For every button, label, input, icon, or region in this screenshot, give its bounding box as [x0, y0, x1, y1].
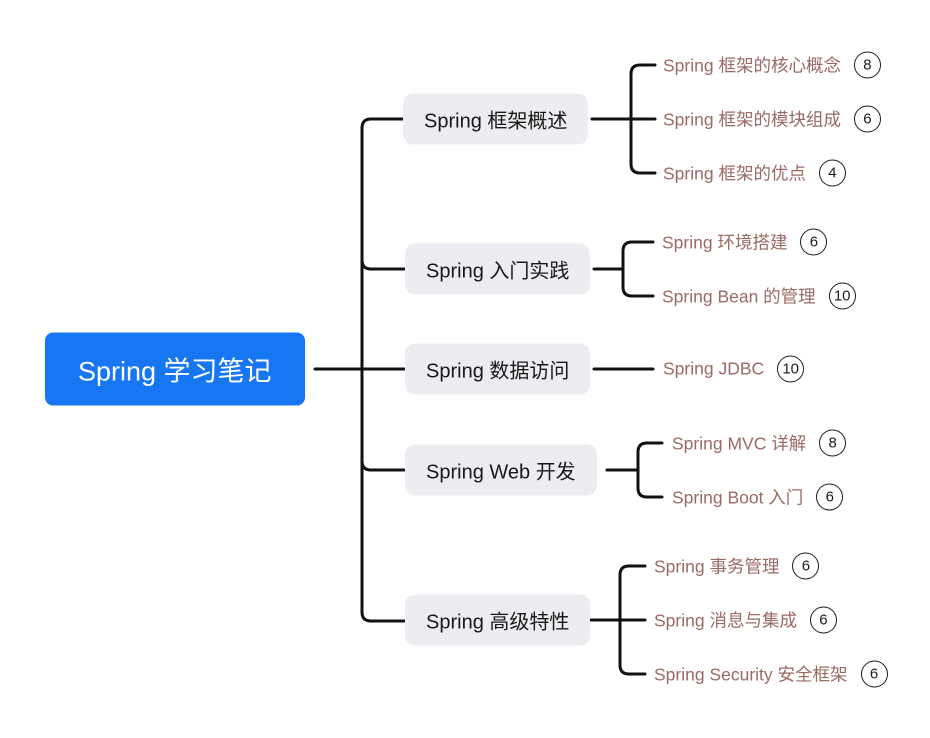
count-badge: 4	[818, 159, 846, 187]
leaf-node-core-concepts[interactable]: Spring 框架的核心概念 8	[663, 51, 881, 79]
branch-node-web-dev[interactable]: Spring Web 开发	[405, 444, 597, 496]
leaf-label: Spring Boot 入门	[672, 487, 804, 508]
leaf-label: Spring Security 安全框架	[654, 664, 848, 685]
leaf-label: Spring JDBC	[663, 358, 765, 379]
connector-b4-spine	[636, 441, 664, 499]
count-badge: 6	[800, 228, 828, 256]
branch-node-getting-started[interactable]: Spring 入门实践	[405, 243, 591, 295]
leaf-label: Spring 框架的核心概念	[663, 55, 841, 76]
branch-node-data-access[interactable]: Spring 数据访问	[405, 343, 591, 395]
leaf-label: Spring 框架的模块组成	[663, 109, 841, 130]
count-badge: 8	[819, 429, 847, 457]
leaf-label: Spring 消息与集成	[654, 610, 797, 631]
leaf-label: Spring 框架的优点	[663, 163, 806, 184]
leaf-node-bean-management[interactable]: Spring Bean 的管理 10	[662, 282, 856, 310]
leaf-label: Spring 环境搭建	[662, 232, 788, 253]
branch-node-framework-overview[interactable]: Spring 框架概述	[403, 93, 589, 145]
connector-b2-spine	[621, 240, 655, 298]
connector-branch2-in	[360, 258, 406, 271]
leaf-node-security[interactable]: Spring Security 安全框架 6	[654, 660, 888, 688]
count-badge: 8	[853, 51, 881, 79]
leaf-node-env-setup[interactable]: Spring 环境搭建 6	[662, 228, 828, 256]
count-badge: 6	[853, 105, 881, 133]
leaf-node-advantages[interactable]: Spring 框架的优点 4	[663, 159, 846, 187]
leaf-node-boot[interactable]: Spring Boot 入门 6	[672, 483, 844, 511]
connector-trunk	[360, 117, 406, 623]
leaf-label: Spring 事务管理	[654, 556, 780, 577]
count-badge: 6	[809, 606, 837, 634]
leaf-node-modules[interactable]: Spring 框架的模块组成 6	[663, 105, 881, 133]
leaf-node-jdbc[interactable]: Spring JDBC 10	[663, 355, 805, 383]
leaf-node-messaging[interactable]: Spring 消息与集成 6	[654, 606, 837, 634]
leaf-label: Spring Bean 的管理	[662, 286, 816, 307]
count-badge: 10	[828, 282, 856, 310]
leaf-label: Spring MVC 详解	[672, 433, 807, 454]
connector-branch4-in	[360, 459, 406, 472]
count-badge: 6	[816, 483, 844, 511]
count-badge: 6	[860, 660, 888, 688]
count-badge: 10	[777, 355, 805, 383]
count-badge: 6	[792, 552, 820, 580]
leaf-node-mvc[interactable]: Spring MVC 详解 8	[672, 429, 847, 457]
root-node[interactable]: Spring 学习笔记	[45, 332, 305, 406]
leaf-node-transactions[interactable]: Spring 事务管理 6	[654, 552, 820, 580]
branch-node-advanced[interactable]: Spring 高级特性	[405, 594, 591, 646]
